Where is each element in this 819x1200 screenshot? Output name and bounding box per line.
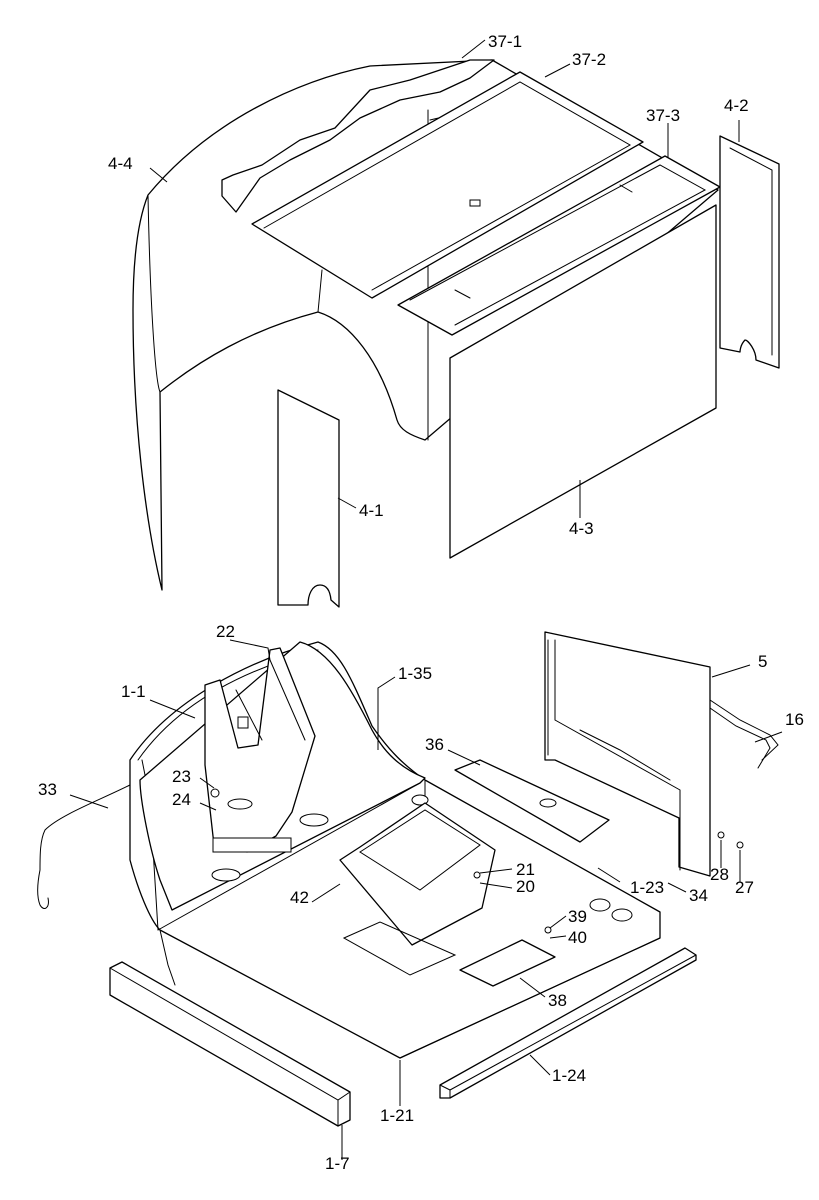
label-1-24: 1-24 (552, 1066, 586, 1085)
label-36: 36 (425, 735, 444, 754)
label-39: 39 (568, 907, 587, 926)
headliner-panel-37-1 (221, 59, 495, 213)
label-4-4: 4-4 (108, 154, 133, 173)
label-22: 22 (216, 622, 235, 641)
side-trim-4-1 (277, 389, 340, 608)
access-cover-38 (459, 939, 556, 987)
floor-plate-36 (454, 759, 610, 843)
label-23: 23 (172, 767, 191, 786)
label-16: 16 (785, 710, 804, 729)
label-28: 28 (710, 865, 729, 884)
side-trim-4-2 (719, 135, 780, 369)
headliner-panel-37-2 (251, 71, 644, 299)
floor-holes (211, 794, 633, 922)
floor-opening (342, 921, 457, 976)
rear-wall-panel-4-3 (449, 204, 717, 559)
label-38: 38 (548, 991, 567, 1010)
label-4-1: 4-1 (359, 501, 384, 520)
cab-rear-wall-5 (544, 631, 711, 877)
label-34: 34 (689, 886, 708, 905)
label-21: 21 (516, 860, 535, 879)
seat-mount-42 (339, 802, 496, 946)
leader-lines (69, 39, 783, 1160)
label-1-21: 1-21 (380, 1106, 414, 1125)
label-33: 33 (38, 780, 57, 799)
label-24: 24 (172, 790, 191, 809)
label-20: 20 (516, 877, 535, 896)
small-hardware (210, 788, 744, 934)
label-1-35: 1-35 (398, 664, 432, 683)
label-4-3: 4-3 (569, 519, 594, 538)
label-37-2: 37-2 (572, 50, 606, 69)
label-37-3: 37-3 (646, 106, 680, 125)
label-1-23: 1-23 (630, 878, 664, 897)
wire-harness-33 (37, 784, 131, 909)
sill-member-1-24 (439, 947, 697, 1099)
label-27: 27 (735, 878, 754, 897)
label-1-1: 1-1 (121, 682, 146, 701)
label-40: 40 (568, 928, 587, 947)
label-42: 42 (290, 888, 309, 907)
defroster-tube-16 (709, 699, 779, 769)
callout-labels: 37-1 37-2 37-3 4-2 4-4 4-1 4-3 22 1-1 1-… (38, 32, 804, 1173)
sill-member-1-7 (109, 961, 351, 1127)
label-4-2: 4-2 (724, 96, 749, 115)
label-37-1: 37-1 (488, 32, 522, 51)
label-5: 5 (758, 652, 767, 671)
label-1-7: 1-7 (325, 1154, 350, 1173)
